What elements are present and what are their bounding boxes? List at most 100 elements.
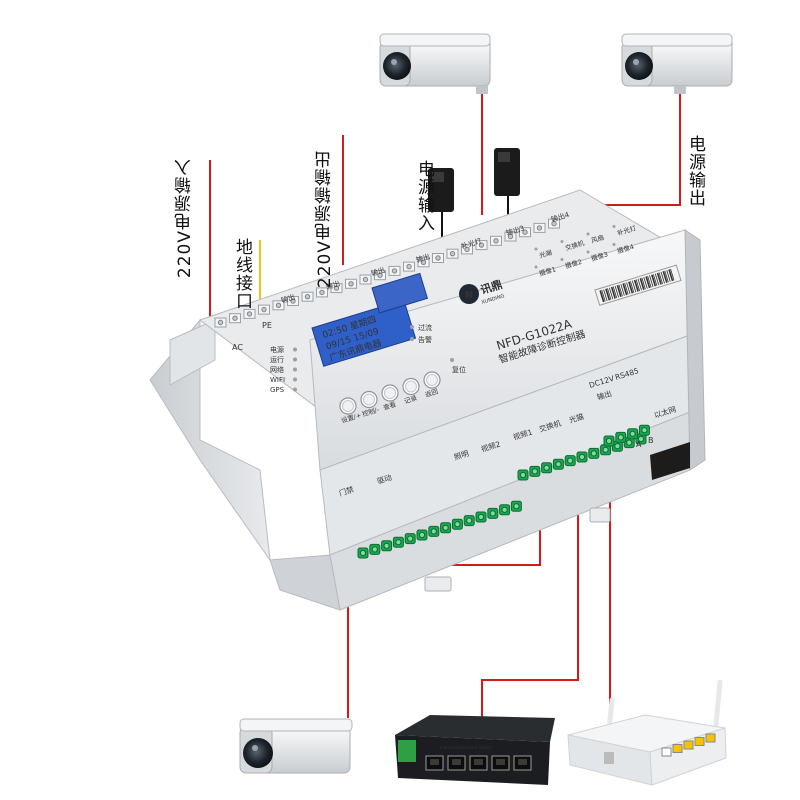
barcode-bar <box>631 280 637 293</box>
top-terminal-label: 输出 <box>280 292 296 305</box>
label-ground: 地线接口 <box>232 238 252 310</box>
router-port <box>661 747 672 757</box>
barcode-bar <box>658 272 663 285</box>
control-button-label: 查看 <box>382 399 398 412</box>
status-light-label: WIFI <box>270 376 285 384</box>
barcode-bar <box>649 275 654 288</box>
barcode-bar <box>633 279 639 292</box>
port-label: 输出 <box>596 388 613 402</box>
switch-wire <box>481 470 579 718</box>
barcode-bar <box>616 285 622 297</box>
terminal-screw <box>406 263 412 270</box>
top-terminal-label: 输出 <box>325 279 341 292</box>
terminal-screw <box>275 302 282 308</box>
terminal-screw <box>377 272 383 278</box>
channel-led <box>586 250 590 254</box>
terminal-screw <box>407 535 414 542</box>
control-button-label: 返回 <box>424 387 439 398</box>
terminal-screw <box>391 268 398 274</box>
barcode-bar <box>614 285 619 298</box>
terminal-screw <box>641 427 648 434</box>
status-led <box>293 367 297 372</box>
ethernet-port <box>650 442 690 480</box>
router-port <box>672 744 683 753</box>
barcode-bar <box>626 282 631 295</box>
terminal-screw <box>605 437 613 445</box>
status-led <box>293 387 297 392</box>
terminal-screw <box>449 251 456 257</box>
terminal-screw <box>629 430 636 437</box>
svg-text:N: N <box>465 290 473 301</box>
control-button-cap <box>342 400 354 412</box>
camera-top-right <box>621 33 733 94</box>
barcode-bar <box>620 284 625 296</box>
terminal-screw <box>418 531 426 539</box>
terminal-screw <box>348 281 354 287</box>
status-led <box>293 357 297 362</box>
din-clips <box>424 507 611 592</box>
indicator-lights: 过流 告警 复位 <box>410 323 466 374</box>
barcode-bar <box>635 279 641 292</box>
camera-right-wire <box>540 80 681 206</box>
barcode-bar <box>641 277 646 290</box>
terminal-screw <box>430 528 437 535</box>
barcode-bar <box>662 270 668 283</box>
terminal-screw <box>489 510 496 517</box>
terminal-screw <box>522 229 528 235</box>
terminal-screw <box>513 503 520 510</box>
control-button-label: 记录 <box>403 394 418 406</box>
terminal-screw <box>478 242 485 248</box>
barcode-bar <box>654 273 660 286</box>
channel-led <box>560 240 564 243</box>
terminal-screw <box>551 220 557 227</box>
rs485-terminal-label: B <box>648 436 654 445</box>
barcode-bar <box>656 272 662 285</box>
terminal-screw <box>617 434 624 441</box>
terminal-screw <box>246 311 253 317</box>
aux-display <box>371 272 429 314</box>
switch-port-inner <box>430 759 439 765</box>
control-button-cap <box>384 387 396 399</box>
barcode-bar <box>607 288 612 300</box>
channel-label: 光端 <box>538 247 554 260</box>
barcode-bar <box>651 274 657 287</box>
terminal-screw <box>578 453 586 461</box>
brand-name: 讯鼎 <box>479 278 504 297</box>
terminal-screw <box>420 259 427 265</box>
terminal-screw <box>442 524 449 531</box>
power-adapter-left <box>428 168 454 212</box>
barcode-bar <box>639 277 645 290</box>
terminal-screw <box>359 549 367 557</box>
barcode-bar <box>618 284 623 297</box>
barcode-bar <box>610 286 616 299</box>
terminal-screw <box>501 506 508 513</box>
label-power-out-right: 电源输出 <box>685 135 705 207</box>
terminal-screw <box>232 315 238 321</box>
lcd-screen: 02:50 星期四 09/15 15/09 广东讯鼎电器 <box>311 299 417 367</box>
status-light-label: 网络 <box>270 365 284 374</box>
top-terminal-label: 输出 <box>415 252 431 265</box>
terminal-screw <box>383 542 390 549</box>
terminal-screw <box>626 439 633 446</box>
camera-top-left <box>379 33 491 94</box>
barcode-bar <box>664 270 669 283</box>
switch-port-inner <box>496 759 505 765</box>
port-label: 照明 <box>453 449 470 462</box>
control-button-cap <box>405 380 417 393</box>
barcode-bar <box>601 289 606 302</box>
terminal-screw <box>395 539 402 546</box>
barcode-bar <box>599 290 605 303</box>
indicator-alarm: 告警 <box>418 335 432 344</box>
terminal-screw <box>637 435 645 443</box>
terminal-screw <box>333 285 340 291</box>
terminal-screw <box>466 517 473 524</box>
barcode-bar <box>628 281 634 294</box>
terminal-screw <box>217 319 224 326</box>
left-terminal-label: AC <box>232 343 243 352</box>
bottom-terminal-row <box>357 433 647 559</box>
ethernet-switch: Industrial Ethernet Switch <box>395 715 555 785</box>
terminal-screw <box>531 468 538 475</box>
terminal-screw <box>261 306 267 313</box>
